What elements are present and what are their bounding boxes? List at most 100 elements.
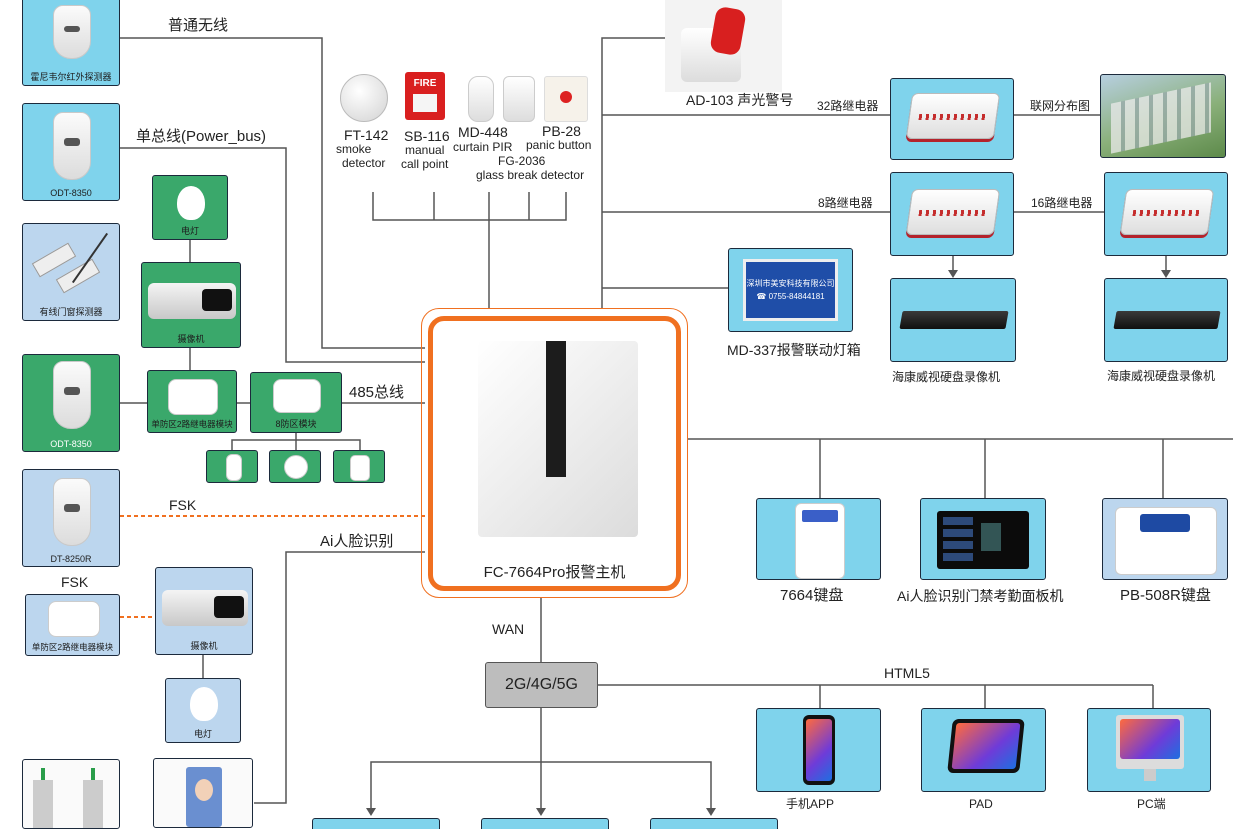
network-distribution-map <box>1100 74 1226 158</box>
main-panel-frame: FC-7664Pro报警主机 <box>428 316 681 591</box>
relay32-label: 32路继电器 <box>817 99 879 113</box>
md448-desc: curtain PIR <box>453 140 513 154</box>
ft142-desc2: detector <box>342 156 386 170</box>
honeywell-detector-caption: 霍尼韦尔红外探测器 <box>30 72 112 82</box>
sb116-model: SB-116 <box>404 128 450 144</box>
lightbox-phone: ☎ 0755-84844181 <box>756 292 825 301</box>
keypad-icon <box>1115 507 1217 575</box>
relay-module2-caption: 单防区2路继电器模块 <box>31 642 114 652</box>
zone-sensor-b <box>269 450 321 483</box>
tablet-icon <box>947 719 1025 773</box>
light2-caption: 电灯 <box>193 729 212 739</box>
nvr-icon <box>899 311 1009 329</box>
odt-8350-bottom-caption: ODT-8350 <box>50 439 92 449</box>
bulb-icon <box>190 687 218 721</box>
glass-break-icon <box>503 76 535 122</box>
odt-8350-caption: ODT-8350 <box>50 188 92 198</box>
fsk-line-label: FSK <box>169 497 197 513</box>
pb28-desc: panic button <box>526 138 592 152</box>
main-panel-outer-border <box>421 308 688 598</box>
sb116-desc2: call point <box>401 157 449 171</box>
nvr-1 <box>890 278 1016 362</box>
keypad-icon <box>795 503 845 579</box>
odt-8350-detector-bottom: ODT-8350 <box>22 354 120 452</box>
panic-button-icon <box>544 76 588 122</box>
keypad-pb508r <box>1102 498 1228 580</box>
screen-icon <box>937 511 1029 569</box>
relay-module-1: 单防区2路继电器模块 <box>147 370 237 433</box>
pc-label: PC端 <box>1137 797 1166 811</box>
fire-text: FIRE <box>413 78 437 89</box>
main-panel-label: FC-7664Pro报警主机 <box>483 564 626 581</box>
wan-label: WAN <box>492 621 525 637</box>
nvr2-label: 海康威视硬盘录像机 <box>1107 369 1216 383</box>
pad-device <box>921 708 1046 792</box>
bottom-device-2 <box>481 818 609 829</box>
siren-image <box>665 0 782 92</box>
odt-8350-detector-top: ODT-8350 <box>22 103 120 201</box>
siren-label: AD-103 声光警号 <box>686 92 794 108</box>
single-bus-label: 单总线(Power_bus) <box>136 128 267 145</box>
bottom-device-3 <box>650 818 778 829</box>
lightbox-company: 深圳市美安科技有限公司 <box>746 279 835 288</box>
dt8250-caption: DT-8250R <box>50 554 92 564</box>
face-recognition-label: Ai人脸识别 <box>320 533 394 550</box>
light-bulb-1: 电灯 <box>152 175 228 240</box>
relay16-label: 16路继电器 <box>1031 196 1093 210</box>
md448-model: MD-448 <box>458 124 508 140</box>
door-detector-caption: 有线门窗探测器 <box>39 307 103 317</box>
zone-sensor-a <box>206 450 258 483</box>
alarm-light-box: 深圳市美安科技有限公司 ☎ 0755-84844181 <box>728 248 853 332</box>
honeywell-pir-detector: 霍尼韦尔红外探测器 <box>22 0 120 86</box>
pb28-model: PB-28 <box>542 123 581 139</box>
fsk-left-label: FSK <box>61 574 89 590</box>
mobile-app-device <box>756 708 881 792</box>
map-label: 联网分布图 <box>1030 99 1091 113</box>
ft142-model: FT-142 <box>344 127 389 143</box>
camera-1: 摄像机 <box>141 262 241 348</box>
monitor-icon <box>1116 715 1184 769</box>
keypad508-label: PB-508R键盘 <box>1120 587 1211 604</box>
pc-device <box>1087 708 1211 792</box>
ft142-desc1: smoke <box>336 142 372 156</box>
zone-sensor-c <box>333 450 385 483</box>
keypad7664-label: 7664键盘 <box>780 587 844 604</box>
pad-label: PAD <box>969 797 993 811</box>
bottom-device-1 <box>312 818 440 829</box>
relay-16 <box>1104 172 1228 256</box>
keypad-7664 <box>756 498 881 580</box>
wireless-label: 普通无线 <box>168 17 229 34</box>
nvr1-label: 海康威视硬盘录像机 <box>892 370 1001 384</box>
phone-icon <box>803 715 835 785</box>
network-2g4g5g-box: 2G/4G/5G <box>485 662 598 708</box>
fg2036-model: FG-2036 <box>498 154 546 168</box>
relay-8 <box>890 172 1014 256</box>
nvr-icon <box>1113 311 1221 329</box>
camera-2: 摄像机 <box>155 567 253 655</box>
html5-label: HTML5 <box>884 665 930 681</box>
face-access-panel <box>920 498 1046 580</box>
relay8-label: 8路继电器 <box>818 196 873 210</box>
curtain-pir-icon <box>468 76 494 122</box>
light1-caption: 电灯 <box>180 226 199 236</box>
camera2-caption: 摄像机 <box>190 641 218 651</box>
network-label: 2G/4G/5G <box>505 676 578 693</box>
nvr-2 <box>1104 278 1228 362</box>
lightbox-label: MD-337报警联动灯箱 <box>727 342 861 358</box>
fg2036-desc: glass break detector <box>476 168 585 182</box>
fire-call-point-icon: FIRE <box>405 72 445 120</box>
wired-door-window-detector: 有线门窗探测器 <box>22 223 120 321</box>
face-recognition-terminal <box>153 758 253 828</box>
rs485-label: 485总线 <box>349 384 405 401</box>
relay-32 <box>890 78 1014 160</box>
eight-zone-module: 8防区模块 <box>250 372 342 433</box>
relay-module1-caption: 单防区2路继电器模块 <box>151 419 233 429</box>
bulb-icon <box>177 186 205 220</box>
sb116-desc1: manual <box>405 143 445 157</box>
smoke-detector-icon <box>340 74 388 122</box>
turnstile-gate <box>22 759 120 829</box>
face-panel-label: Ai人脸识别门禁考勤面板机 <box>897 588 1064 604</box>
app-label: 手机APP <box>786 797 835 811</box>
dt-8250r-detector: DT-8250R <box>22 469 120 567</box>
